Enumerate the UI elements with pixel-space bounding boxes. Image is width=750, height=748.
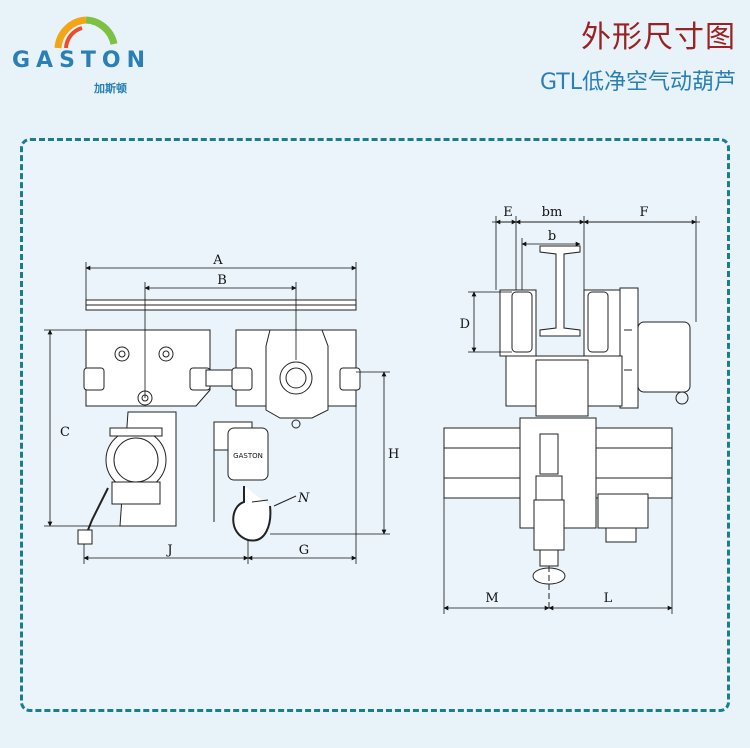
page-title: 外形尺寸图 — [581, 20, 736, 55]
logo-arc-icon — [54, 16, 118, 49]
dim-label-bm: bm — [542, 205, 563, 220]
dim-label-d: D — [460, 317, 470, 332]
side-view: GASTON — [77, 299, 361, 545]
hoist-logo-text: GASTON — [233, 452, 263, 460]
dim-label-b: B — [217, 273, 227, 288]
dim-label-e: E — [503, 205, 513, 220]
front-view-labels: E bm F b D M L — [460, 205, 649, 606]
dim-label-j: J — [165, 543, 172, 558]
side-view-dimensions — [44, 262, 390, 564]
dim-label-m: M — [485, 591, 498, 606]
front-view — [443, 245, 691, 610]
dim-label-l: L — [604, 591, 613, 606]
brand-name-en: GASTON — [12, 48, 152, 73]
dim-label-n: N — [297, 491, 310, 506]
gaston-logo: GASTON 加斯顿 — [12, 14, 152, 95]
dim-label-h: H — [388, 447, 399, 462]
dim-label-a: A — [212, 253, 223, 268]
dim-label-b-small: b — [548, 229, 556, 244]
drawing-frame — [20, 138, 730, 712]
front-view-dimensions — [443, 216, 700, 614]
page-subtitle: GTL低净空气动葫芦 — [540, 70, 736, 95]
brand-name-cn: 加斯顿 — [94, 82, 127, 95]
dim-label-g: G — [299, 543, 309, 558]
header: GASTON 加斯顿 外形尺寸图 GTL低净空气动葫芦 — [0, 0, 750, 110]
side-view-labels: A B C H J G N — [60, 253, 399, 558]
dim-label-f: F — [639, 205, 648, 220]
dim-label-c: C — [60, 425, 70, 440]
